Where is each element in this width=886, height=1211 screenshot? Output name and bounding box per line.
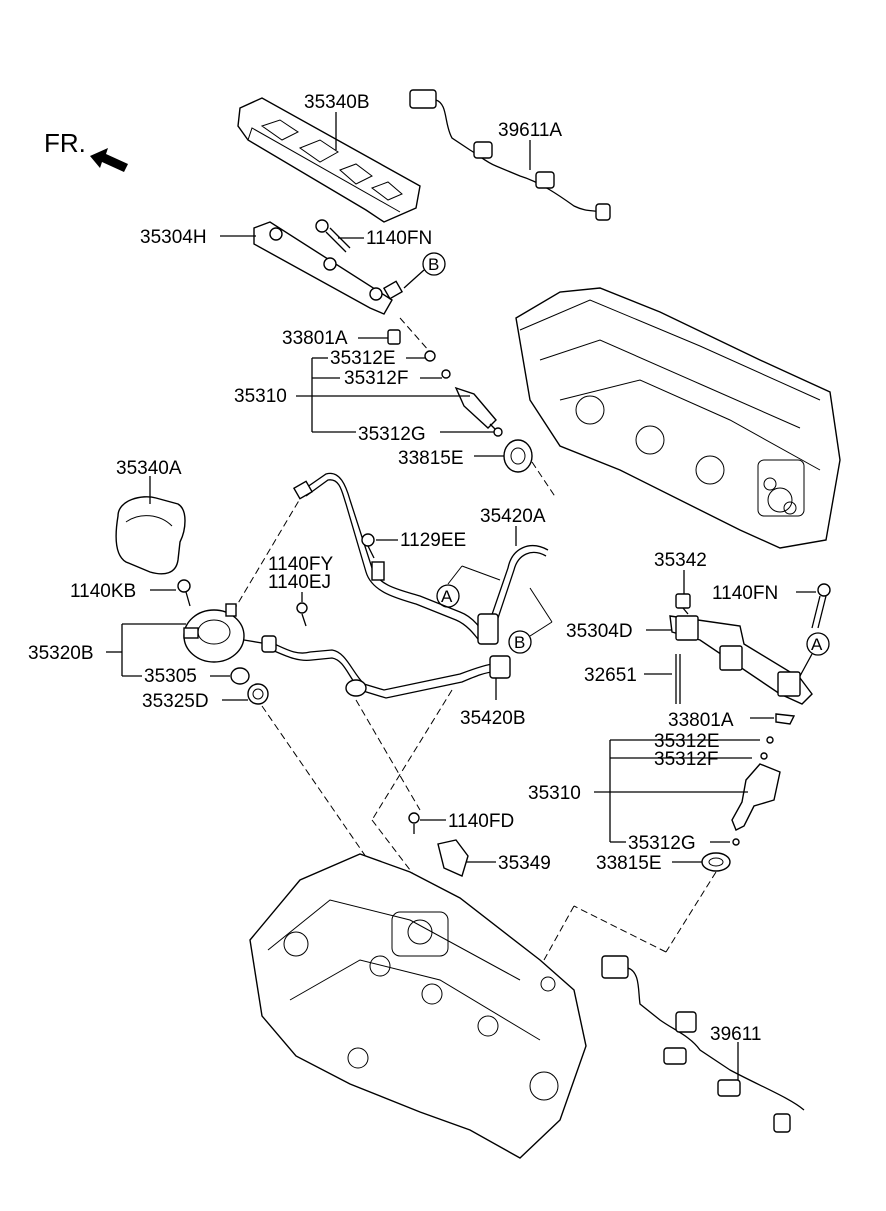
bracket-35349 (437, 839, 469, 877)
front-direction-label: FR. (44, 128, 86, 158)
pump-cover-35340A (115, 496, 186, 575)
label-35304H: 35304H (140, 227, 207, 248)
label-33801A-right: 33801A (668, 710, 734, 731)
fuel-rail-35304D (669, 615, 813, 705)
reference-marker-a-mid-text: A (441, 587, 453, 606)
clip-33801A-right (775, 713, 796, 725)
bolt-1140FD (408, 812, 420, 834)
hp-fuel-pump-35320B (183, 603, 269, 663)
pin-32651 (675, 654, 681, 704)
label-35420B: 35420B (460, 708, 526, 729)
front-direction-arrow-icon (90, 148, 128, 172)
label-32651: 32651 (584, 665, 637, 686)
oring-35312F-right (760, 752, 768, 760)
clip-33801A-top (387, 329, 401, 345)
wiring-harness-39611 (601, 955, 805, 1133)
bolt-1140FN-right (811, 583, 831, 629)
bolt-1140FN-top (315, 219, 351, 253)
oring-35312E-top (424, 350, 436, 362)
label-1140FY: 1140FY (268, 554, 333, 575)
label-39611: 39611 (710, 1024, 761, 1045)
label-35312E-top: 35312E (330, 348, 396, 369)
label-35325D: 35325D (142, 691, 209, 712)
seal-33815E-right (701, 852, 731, 872)
fuel-rail-35304H (253, 221, 404, 315)
oring-35312E-right (766, 736, 774, 744)
label-35304D: 35304D (566, 621, 633, 642)
label-1140EJ: 1140EJ (268, 572, 331, 593)
label-35310-right: 35310 (528, 783, 581, 804)
label-35310-top: 35310 (234, 386, 287, 407)
label-1129EE: 1129EE (400, 530, 466, 551)
label-35342: 35342 (654, 550, 707, 571)
label-39611A: 39611A (498, 120, 562, 141)
label-35420A: 35420A (480, 506, 546, 527)
label-35312E-right: 35312E (654, 731, 720, 752)
reference-marker-b-top (422, 252, 446, 276)
reference-marker-b-top-text: B (428, 255, 439, 274)
label-35305: 35305 (144, 666, 197, 687)
label-35312F-top: 35312F (344, 368, 408, 389)
label-1140KB: 1140KB (70, 581, 136, 602)
hp-fuel-pipe-35420A (292, 472, 549, 645)
injector-35310-top (454, 386, 501, 435)
reference-marker-b-mid-text: B (514, 633, 525, 652)
reference-marker-a-mid (436, 584, 460, 608)
oring-35312G-top (493, 427, 503, 437)
label-35340B: 35340B (304, 92, 370, 113)
label-35320B: 35320B (28, 643, 94, 664)
wiring-harness-39611A (409, 89, 611, 221)
oring-35312G-right (732, 838, 740, 846)
tappet-35325D (247, 683, 269, 705)
label-35349: 35349 (498, 853, 551, 874)
label-35312G-top: 35312G (358, 424, 426, 445)
cylinder-head-right-bank (515, 287, 841, 549)
reference-marker-b-mid (508, 630, 532, 654)
seal-33815E-top (503, 439, 533, 473)
label-1140FN-top: 1140FN (366, 228, 432, 249)
bolt-1129EE (361, 533, 375, 559)
reference-marker-a-right (806, 632, 830, 656)
reference-marker-a-right-text: A (811, 635, 823, 654)
label-33815E-top: 33815E (398, 448, 464, 469)
cylinder-head-left-bank (249, 853, 587, 1159)
fuel-hose-lp (261, 635, 511, 699)
label-35312G-right: 35312G (628, 833, 696, 854)
pressure-sensor-35342 (675, 593, 691, 615)
bolt-1140FY-1140EJ (296, 602, 308, 627)
label-33815E-right: 33815E (596, 853, 662, 874)
label-33801A-top: 33801A (282, 328, 348, 349)
oring-35312F-top (441, 369, 451, 379)
label-35340A: 35340A (116, 458, 182, 479)
label-1140FD: 1140FD (448, 811, 514, 832)
oring-35305 (230, 667, 250, 685)
engine-cover-35340B (237, 97, 421, 223)
label-1140FN-right: 1140FN (712, 583, 778, 604)
injector-35310-right (731, 763, 781, 831)
label-35312F-right: 35312F (654, 749, 718, 770)
bolt-1140KB (177, 579, 191, 607)
